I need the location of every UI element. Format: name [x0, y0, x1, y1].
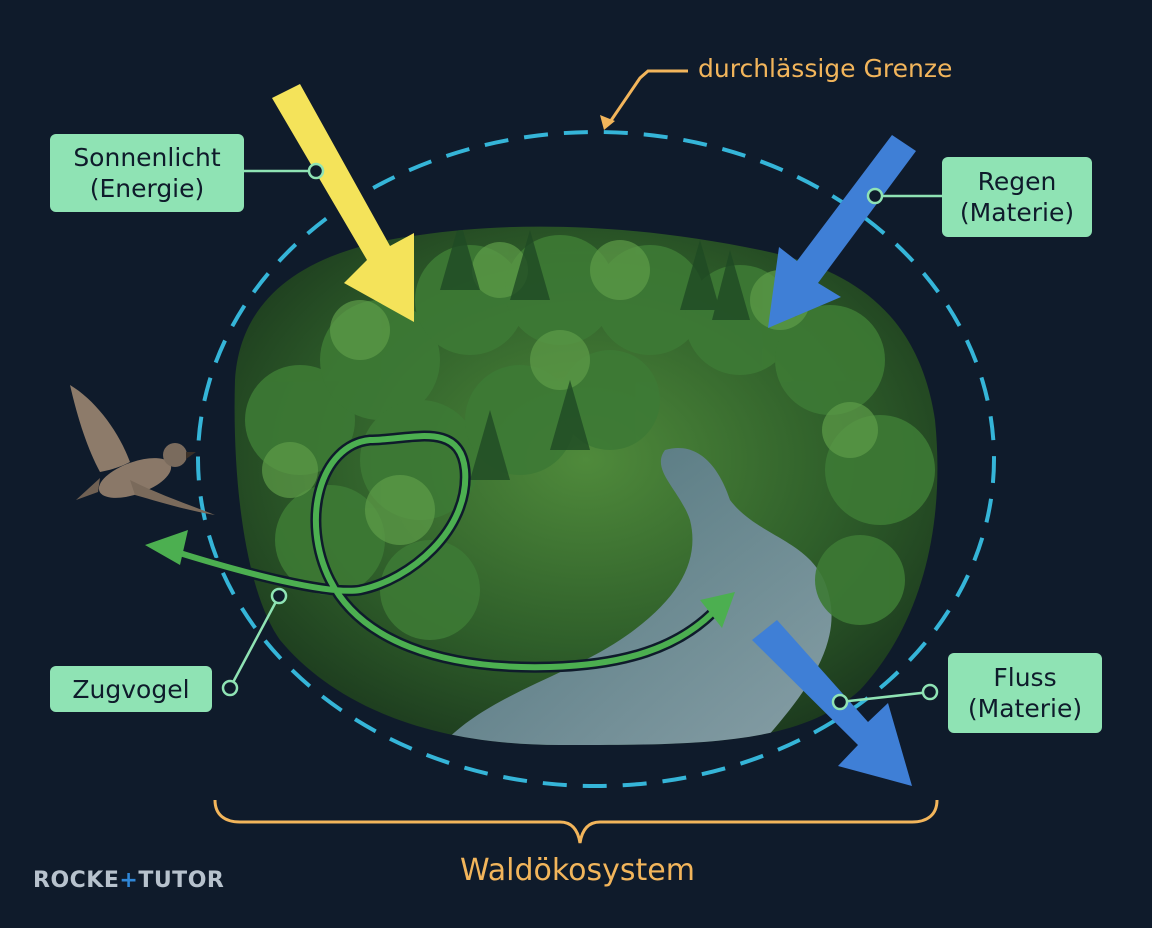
rain-label-line1: Regen [977, 167, 1057, 196]
ecosystem-brace [213, 799, 939, 844]
rain-label-line2: (Materie) [959, 198, 1075, 227]
permeable-boundary [196, 130, 996, 788]
river [430, 448, 832, 745]
rain-label: Regen (Materie) [942, 157, 1092, 237]
bird-label: Zugvogel [50, 666, 212, 712]
river-label-line1: Fluss [993, 663, 1057, 692]
sunlight-label-line2: (Energie) [89, 174, 205, 203]
boundary-label: durchlässige Grenze [698, 54, 953, 83]
ecosystem-label: Waldökosystem [460, 853, 695, 888]
leader-lines [221, 162, 942, 711]
river-label: Fluss (Materie) [948, 653, 1102, 733]
river-label-line2: (Materie) [967, 694, 1083, 723]
bird-icon [70, 385, 215, 515]
rain-arrow [768, 135, 916, 328]
forest-island [234, 226, 938, 745]
sunlight-label-line1: Sonnenlicht [73, 143, 221, 172]
boundary-pointer [608, 69, 688, 123]
sunlight-label: Sonnenlicht (Energie) [50, 134, 244, 212]
bird-label-line1: Zugvogel [72, 674, 190, 704]
rocketutor-logo: ROCKE+TUTOR [33, 868, 225, 893]
sunlight-arrow [272, 84, 414, 322]
bird-flight-path [145, 430, 735, 673]
